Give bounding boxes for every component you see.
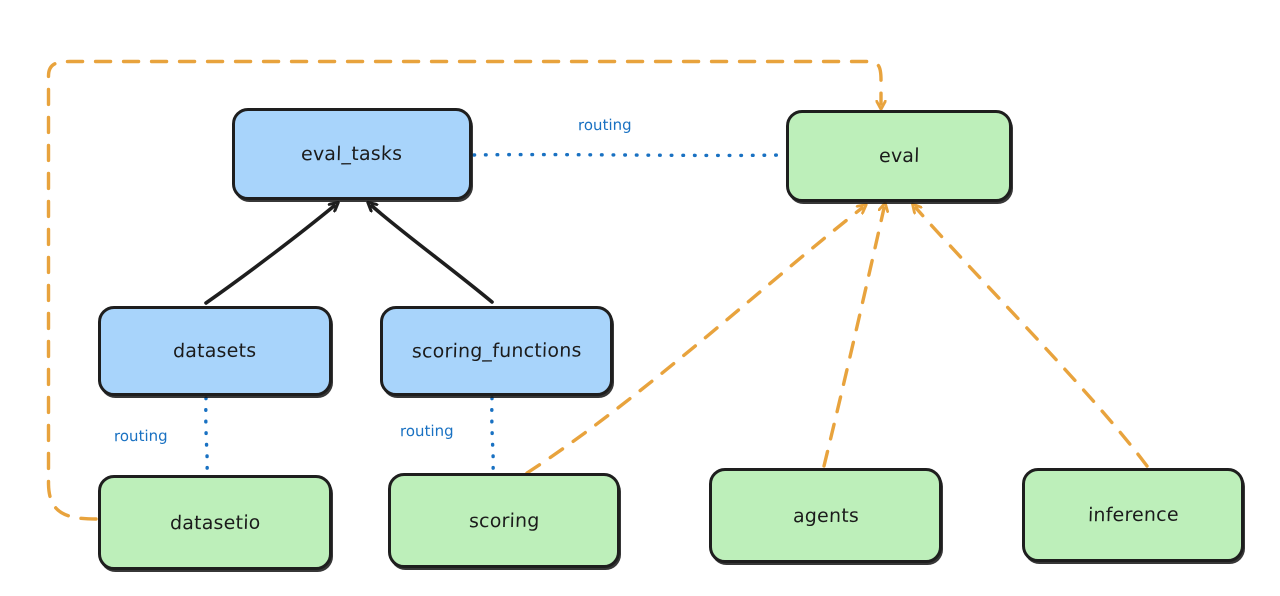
edge-scoring-to-eval xyxy=(525,208,862,475)
node-inference[interactable]: inference xyxy=(1022,468,1244,562)
node-eval-label: eval xyxy=(878,144,920,168)
routing-edge-scoring-functions-to-scoring xyxy=(490,396,495,474)
node-agents[interactable]: agents xyxy=(709,468,942,563)
edge-label-routing-eval-tasks: routing xyxy=(577,115,632,135)
node-datasetio[interactable]: datasetio xyxy=(98,475,332,570)
routing-edge-eval-tasks-to-eval xyxy=(472,152,786,158)
edge-label-routing-datasets: routing xyxy=(113,426,168,446)
node-datasets-label: datasets xyxy=(173,339,257,363)
edge-datasets-to-eval-tasks xyxy=(204,206,334,305)
edge-label-routing-scoring-functions: routing xyxy=(399,421,454,441)
node-datasetio-label: datasetio xyxy=(169,511,261,534)
edge-datasetio-to-eval xyxy=(46,59,882,521)
node-scoring[interactable]: scoring xyxy=(388,473,620,568)
routing-edge-datasets-to-datasetio xyxy=(204,396,209,475)
node-eval-tasks-label: eval_tasks xyxy=(301,142,403,166)
edge-scoring-functions-to-eval-tasks xyxy=(372,206,494,304)
node-eval-tasks[interactable]: eval_tasks xyxy=(232,108,472,200)
edge-agents-to-eval xyxy=(822,208,884,468)
node-inference-label: inference xyxy=(1087,503,1179,527)
node-eval[interactable]: eval xyxy=(786,110,1012,202)
node-agents-label: agents xyxy=(792,504,859,527)
node-scoring-label: scoring xyxy=(468,509,540,532)
node-scoring-functions-label: scoring_functions xyxy=(411,339,582,363)
node-scoring-functions[interactable]: scoring_functions xyxy=(380,306,613,396)
edge-inference-to-eval xyxy=(916,208,1149,468)
node-datasets[interactable]: datasets xyxy=(98,306,332,396)
